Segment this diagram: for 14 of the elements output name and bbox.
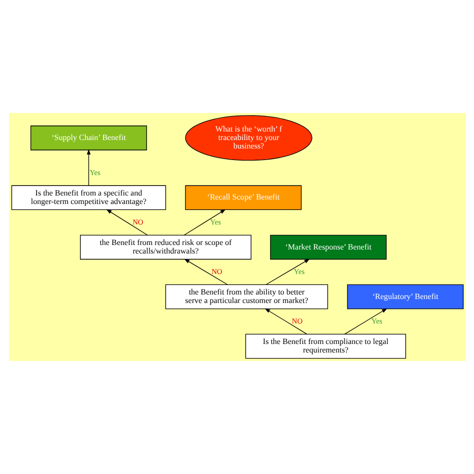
arrow [265, 258, 310, 285]
arrow [183, 209, 226, 236]
arrow [86, 149, 90, 186]
edge-label: NO [132, 217, 143, 226]
arrow [264, 308, 307, 335]
edge-label: Yes [293, 266, 304, 276]
arrow [106, 209, 148, 236]
edge-label: Yes [371, 316, 382, 326]
arrow [184, 258, 228, 285]
edge-label: Yes [89, 168, 100, 177]
arrow [344, 308, 387, 335]
edge-label: NO [291, 316, 302, 326]
edge-label: NO [211, 266, 222, 276]
edge-label: Yes [210, 217, 220, 226]
